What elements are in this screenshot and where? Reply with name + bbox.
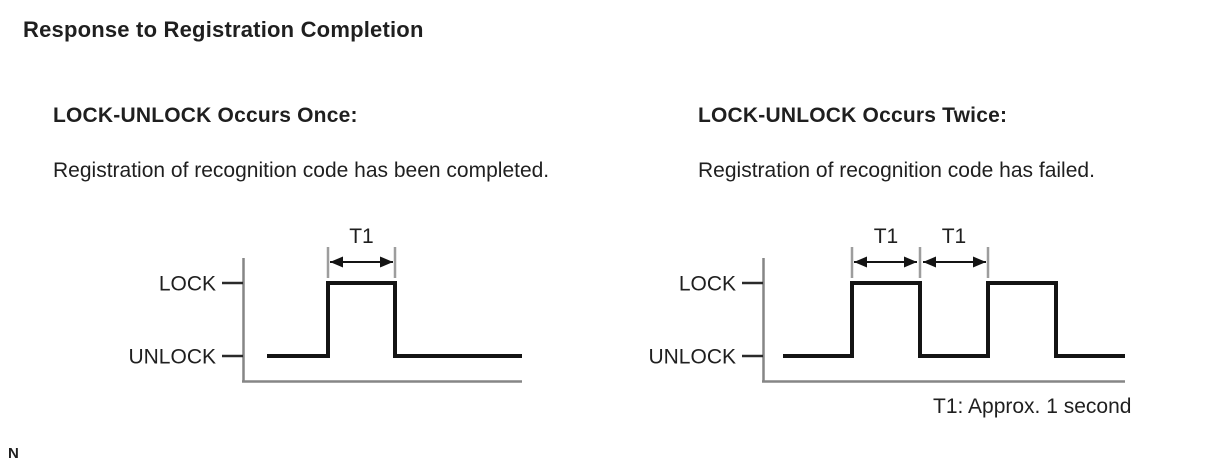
left-arrowhead-icon <box>330 256 343 268</box>
left-section-description: Registration of recognition code has bee… <box>53 159 550 182</box>
left-section-heading: LOCK-UNLOCK Occurs Once: <box>53 104 358 127</box>
unlock-level-label: UNLOCK <box>128 346 216 369</box>
timing-diagram-twice: LOCK UNLOCK T1 T1 <box>648 225 1125 383</box>
right-arrowhead-icon <box>904 256 917 268</box>
right-arrowhead-icon <box>380 256 393 268</box>
lock-unlock-waveform <box>783 281 1125 358</box>
t1-interval-label: T1 <box>349 225 374 248</box>
right-section-description: Registration of recognition code has fai… <box>698 159 1095 182</box>
t1-interval-label-2: T1 <box>942 225 967 248</box>
t1-definition-note: T1: Approx. 1 second <box>933 395 1132 418</box>
page-letter: N <box>8 445 19 462</box>
t1-interval-label-1: T1 <box>874 225 899 248</box>
lock-level-label: LOCK <box>159 273 216 296</box>
left-arrowhead-icon <box>854 256 867 268</box>
unlock-level-label: UNLOCK <box>648 346 736 369</box>
timing-diagram-once: LOCK UNLOCK T1 <box>128 225 522 383</box>
page-title: Response to Registration Completion <box>23 17 424 42</box>
right-arrowhead-icon <box>973 256 986 268</box>
lock-level-label: LOCK <box>679 273 736 296</box>
left-arrowhead-icon <box>923 256 936 268</box>
right-section-heading: LOCK-UNLOCK Occurs Twice: <box>698 104 1008 127</box>
lock-unlock-waveform <box>267 281 522 358</box>
